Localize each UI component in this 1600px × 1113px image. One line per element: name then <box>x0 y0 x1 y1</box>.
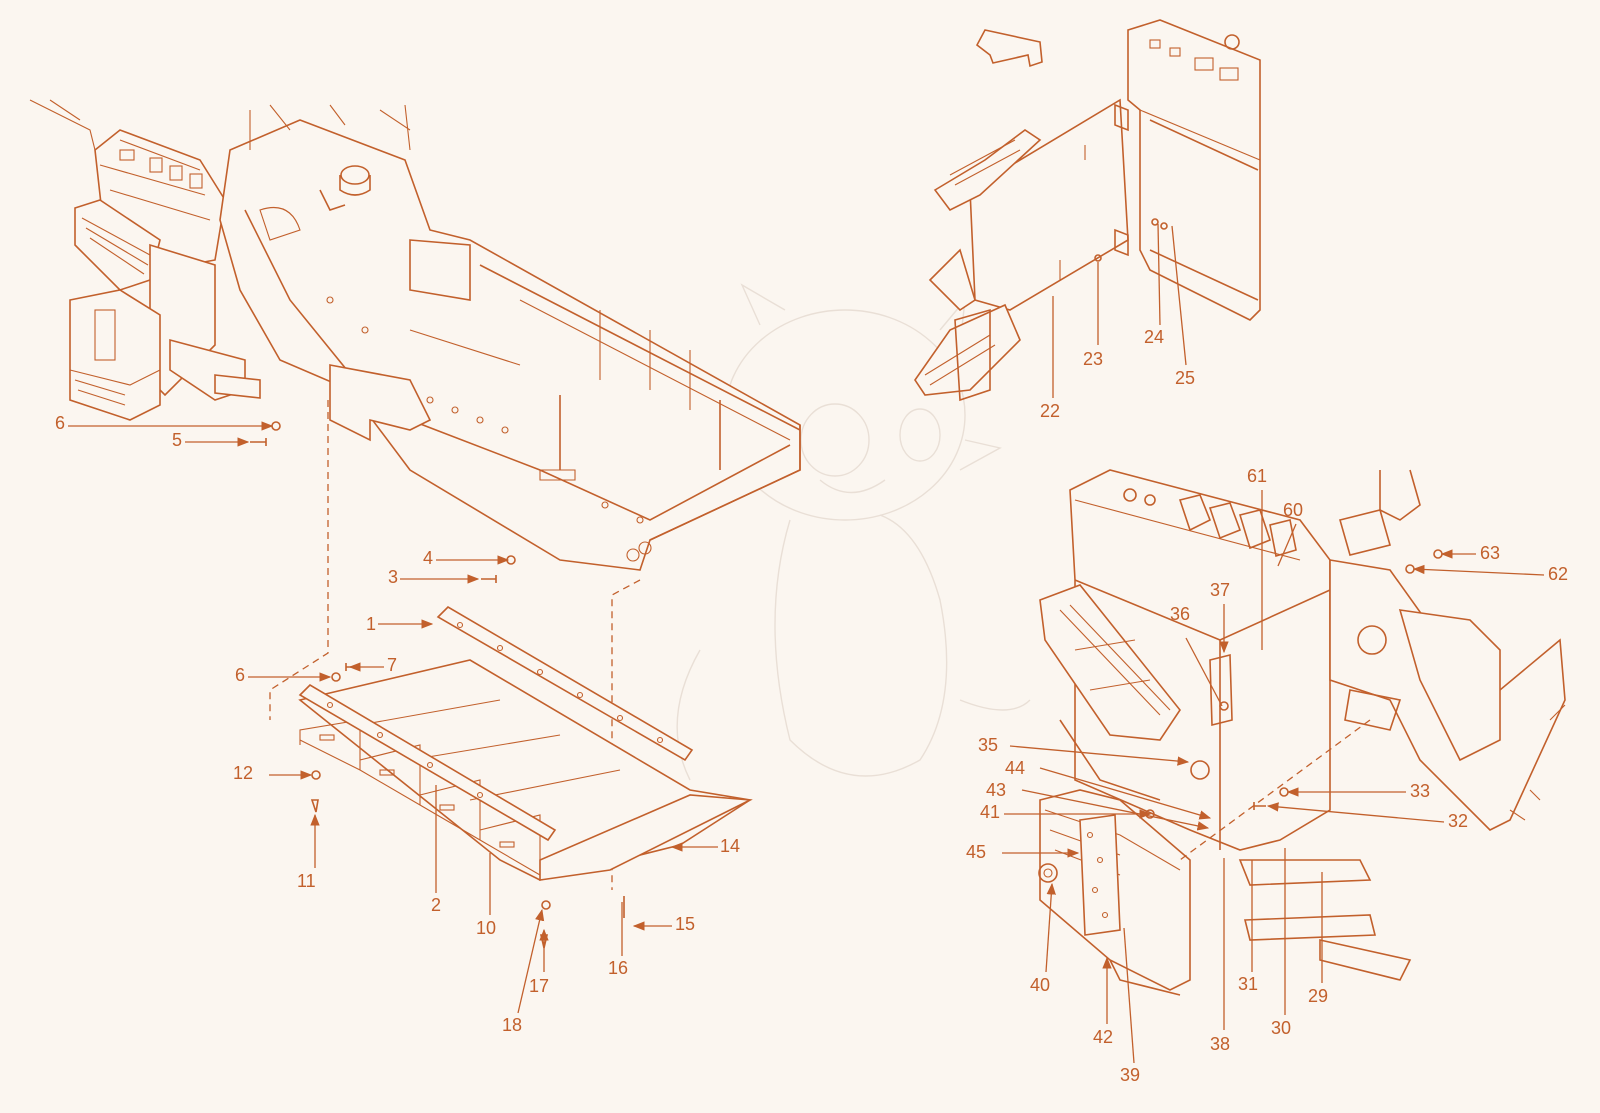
callout-30: 30 <box>1271 1018 1291 1038</box>
console-housing <box>1069 469 1331 851</box>
leader-line-40-30 <box>1045 882 1056 973</box>
callout-17: 17 <box>529 976 549 996</box>
callout-37: 37 <box>1210 580 1230 600</box>
callout-62: 62 <box>1548 564 1568 584</box>
callout-11: 11 <box>297 871 316 891</box>
hinge-bracket <box>1238 859 1372 886</box>
callout-61: 61 <box>1247 466 1267 486</box>
callout-22: 22 <box>1040 401 1060 421</box>
callout-3: 3 <box>388 567 398 587</box>
leader-line-35-25 <box>1009 745 1190 766</box>
leader-line-44-34 <box>1039 767 1212 820</box>
leader-line-60-36 <box>1277 523 1297 567</box>
cab-door-assembly <box>914 19 1261 402</box>
bracket-arm <box>1319 939 1412 981</box>
callout-60: 60 <box>1283 500 1303 520</box>
side-plate <box>329 364 432 442</box>
leader-line-24-18 <box>1157 223 1161 326</box>
callout-10: 10 <box>476 918 496 938</box>
callout-24: 24 <box>1144 327 1164 347</box>
callout-43: 43 <box>986 780 1006 800</box>
door-step-top <box>933 129 1042 212</box>
belly-pan-assembly <box>298 605 753 881</box>
callout-39: 39 <box>1120 1065 1140 1085</box>
callout-7: 7 <box>387 655 397 675</box>
door-step-mid <box>928 248 976 312</box>
callout-6: 6 <box>55 413 65 433</box>
leader-line-36-26 <box>1185 637 1223 707</box>
callout-15: 15 <box>675 914 695 934</box>
hinge-bracket-low <box>1243 914 1377 941</box>
guard-plate <box>1398 609 1501 762</box>
mount-plate <box>1079 814 1121 936</box>
callout-63: 63 <box>1480 543 1500 563</box>
callout-1: 1 <box>366 614 376 634</box>
callout-38: 38 <box>1210 1034 1230 1054</box>
callout-42: 42 <box>1093 1027 1113 1047</box>
leader-line-18-15 <box>517 908 545 1014</box>
callout-6: 6 <box>235 665 245 685</box>
callout-41: 41 <box>980 802 1000 822</box>
leader-line-39-29 <box>1123 927 1135 1064</box>
callout-12: 12 <box>233 763 253 783</box>
pan-skid <box>539 794 753 881</box>
callout-16: 16 <box>608 958 628 978</box>
direction-arrow <box>975 29 1043 68</box>
callout-29: 29 <box>1308 986 1328 1006</box>
leader-line-43-33 <box>1021 789 1210 831</box>
door-panel <box>969 98 1129 311</box>
leader-line-32-23 <box>1266 802 1445 823</box>
cab-back-frame <box>1127 19 1261 321</box>
callout-40: 40 <box>1030 975 1050 995</box>
callout-32: 32 <box>1448 811 1468 831</box>
callout-36: 36 <box>1170 604 1190 624</box>
callout-4: 4 <box>423 548 433 568</box>
leader-line-62-38 <box>1412 564 1545 576</box>
callout-14: 14 <box>720 836 740 856</box>
callout-25: 25 <box>1175 368 1195 388</box>
door-step-low <box>914 303 1021 396</box>
rail-rear <box>436 605 694 762</box>
callout-18: 18 <box>502 1015 522 1035</box>
callout-45: 45 <box>966 842 986 862</box>
callout-2: 2 <box>431 895 441 915</box>
callout-31: 31 <box>1238 974 1258 994</box>
step-console-assembly <box>1038 469 1566 996</box>
callout-23: 23 <box>1083 349 1103 369</box>
callout-35: 35 <box>978 735 998 755</box>
callout-5: 5 <box>172 430 182 450</box>
frame-body <box>219 119 801 571</box>
bracket-bar <box>214 374 261 399</box>
callout-33: 33 <box>1410 781 1430 801</box>
main-frame-assembly <box>29 99 801 571</box>
leader-line-25-19 <box>1171 225 1187 366</box>
rail-front <box>298 683 557 842</box>
callout-44: 44 <box>1005 758 1025 778</box>
